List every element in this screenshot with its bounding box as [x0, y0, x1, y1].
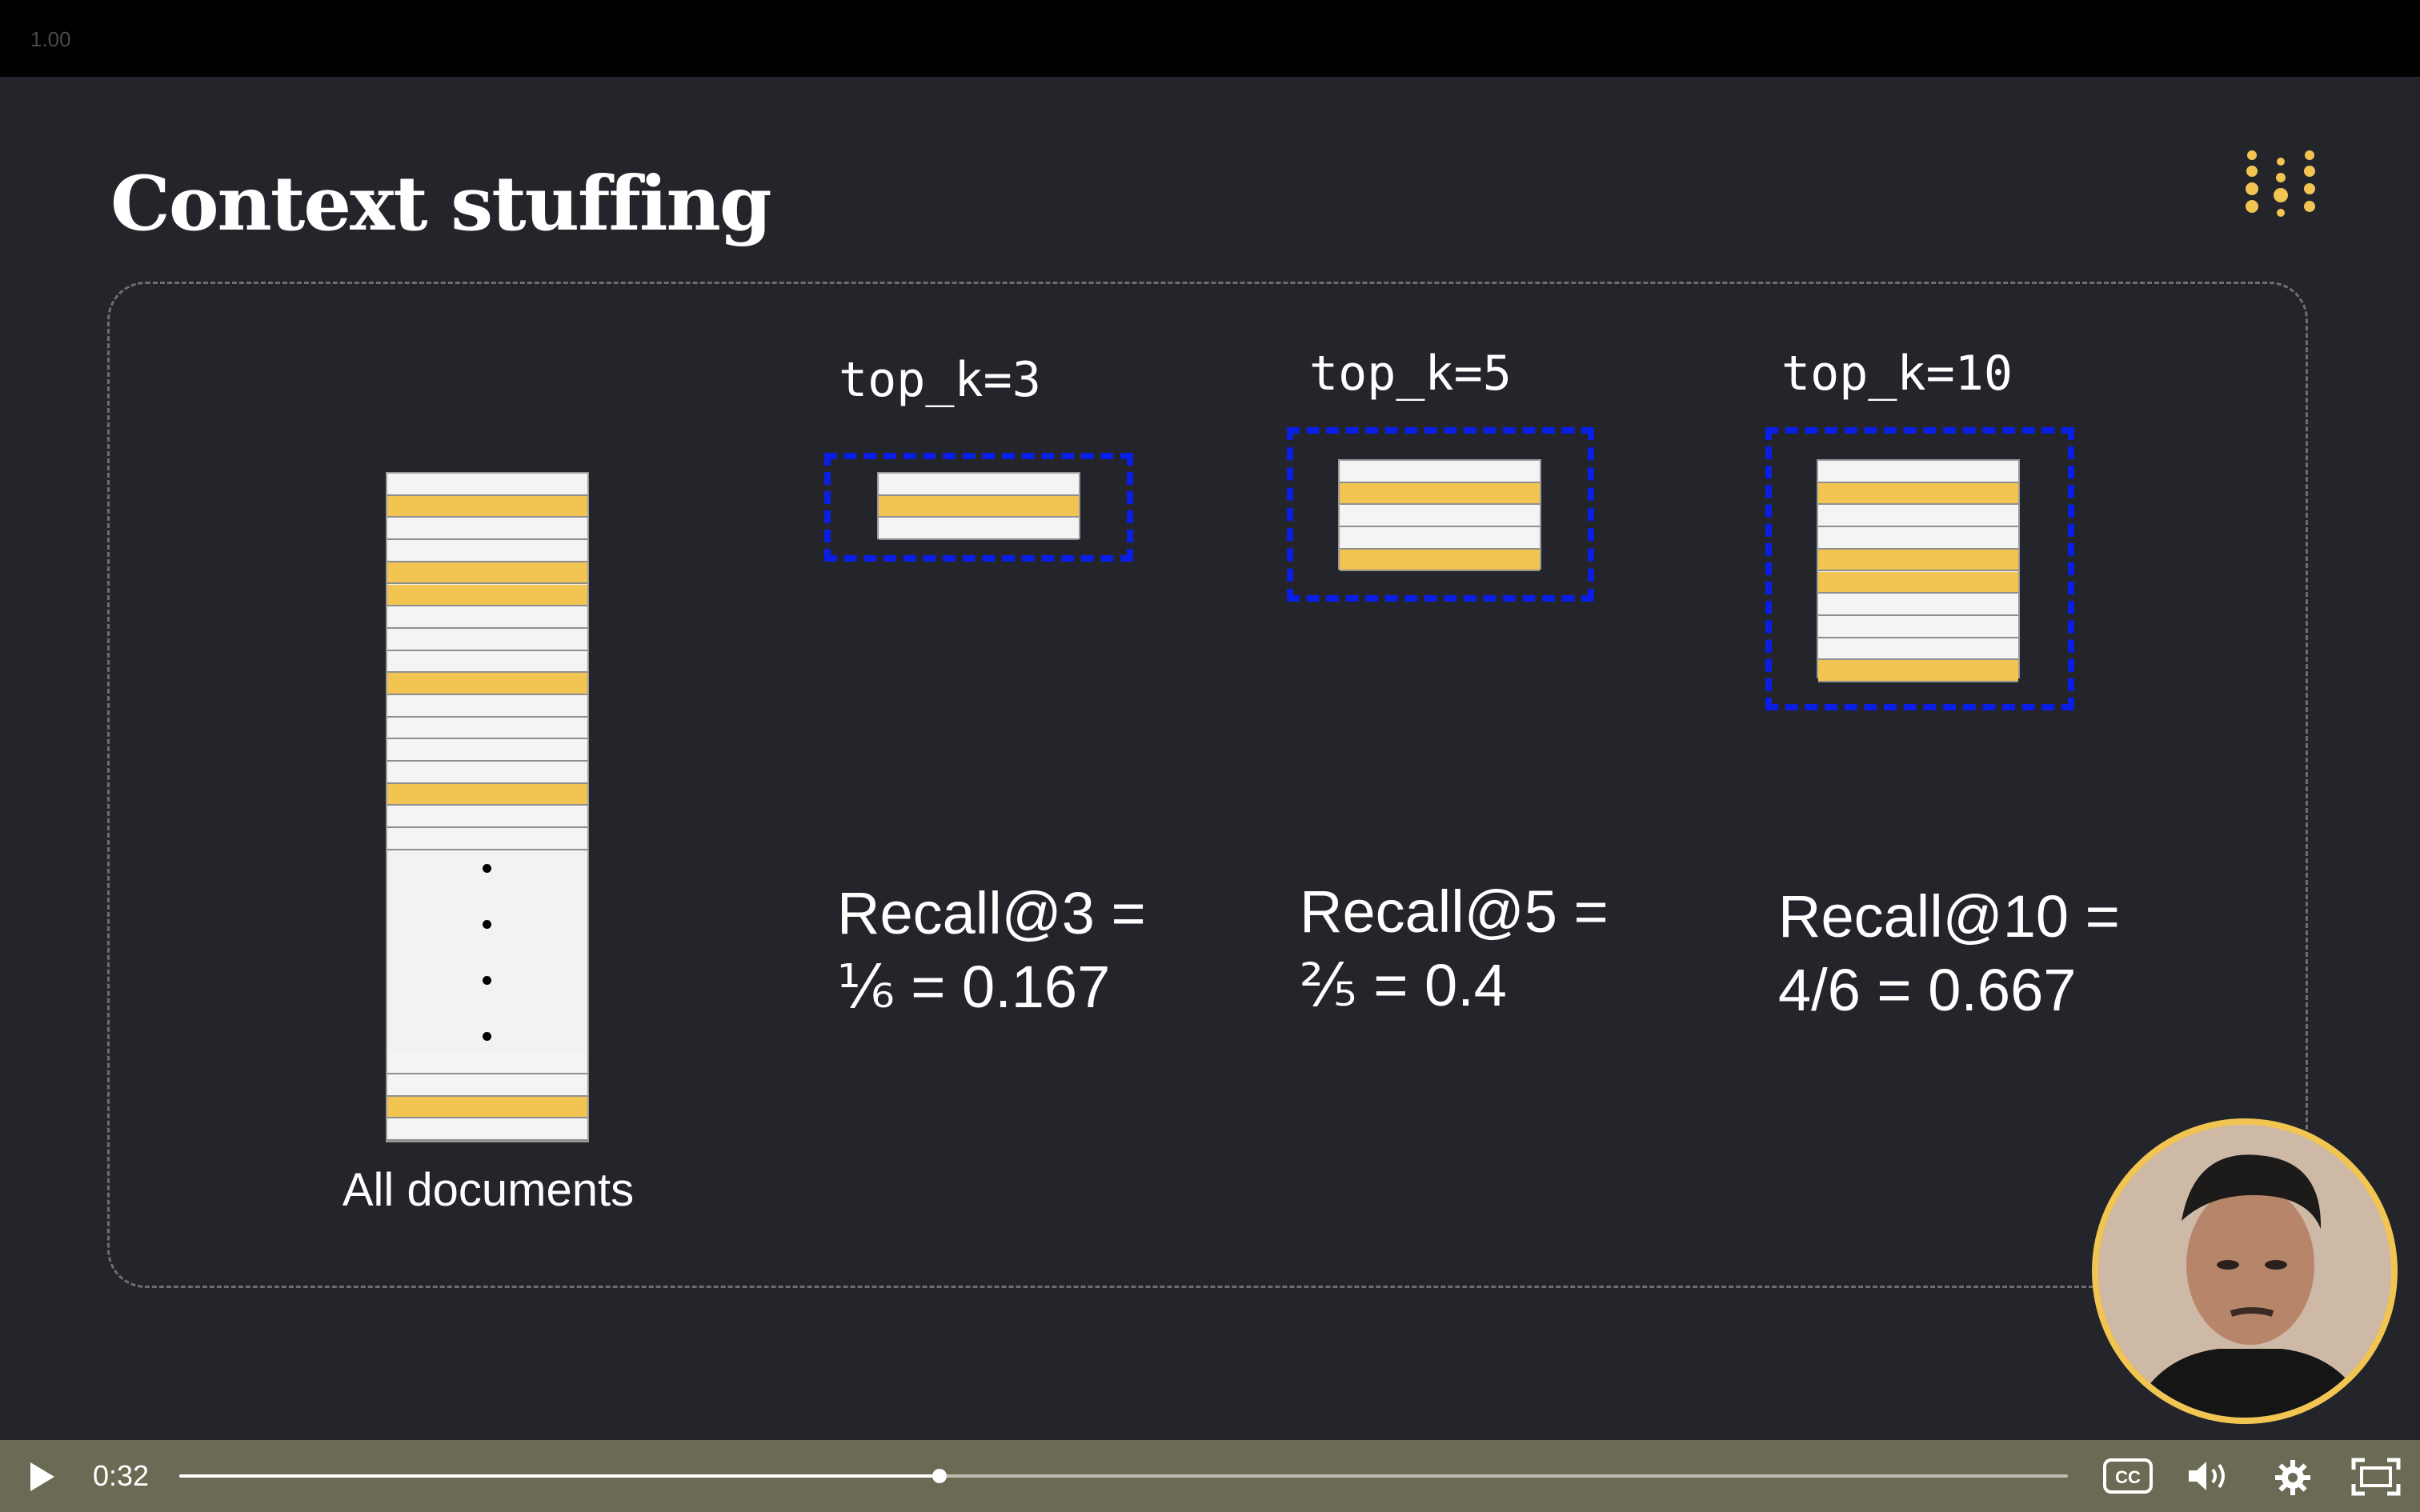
relevant-document-row [1818, 660, 2018, 682]
video-controls-bar: 0:32 CC [0, 1440, 2420, 1512]
relevant-document-row [387, 562, 587, 585]
progress-fill [179, 1474, 940, 1478]
recall-at-10-line1: Recall@10 = [1778, 883, 2120, 950]
retrieved-stack-top3 [877, 472, 1080, 541]
document-row [387, 695, 587, 718]
all-documents-label: All documents [342, 1164, 635, 1216]
relevant-document-row [1340, 482, 1540, 506]
relevant-document-row [387, 783, 587, 806]
document-row [387, 1074, 587, 1097]
playback-speed-label: 1.00 [30, 27, 71, 51]
play-button[interactable] [22, 1458, 61, 1496]
captions-button[interactable]: CC [2101, 1458, 2154, 1494]
document-row [1818, 594, 2018, 616]
volume-button[interactable] [2185, 1458, 2234, 1494]
presenter-silhouette [2098, 1125, 2391, 1418]
document-row [387, 518, 587, 541]
retrieved-stack-top10 [1817, 459, 2020, 682]
slide-area: Context stuffing All documents top_k=3 R… [0, 77, 2420, 1440]
recall-at-5-line1: Recall@5 = [1300, 878, 1609, 945]
document-row [387, 762, 587, 784]
document-row [1818, 461, 2018, 483]
volume-icon [2189, 1462, 2225, 1490]
selection-box-top5 [1287, 427, 1594, 602]
document-row [387, 806, 587, 829]
relevant-document-row [387, 495, 587, 518]
recall-at-3-line2: ⅙ = 0.167 [837, 954, 1111, 1020]
relevant-document-row [1818, 549, 2018, 572]
document-row [387, 606, 587, 629]
recall-at-3: Recall@3 = ⅙ = 0.167 [837, 877, 1146, 1024]
document-row [1818, 638, 2018, 661]
document-row [1340, 505, 1540, 528]
relevant-document-row [1818, 482, 2018, 506]
relevant-document-row [879, 495, 1079, 518]
selection-box-top10 [1765, 427, 2074, 710]
presenter-webcam [2092, 1118, 2398, 1424]
recall-at-10: Recall@10 = 4/6 = 0.667 [1778, 880, 2120, 1027]
settings-gear-icon [2275, 1460, 2310, 1495]
captions-text: CC [2115, 1467, 2141, 1487]
play-icon [30, 1462, 54, 1491]
fullscreen-icon [2351, 1458, 2401, 1496]
document-row [1340, 527, 1540, 550]
settings-button[interactable] [2273, 1458, 2313, 1498]
relevant-document-row [1340, 549, 1540, 572]
recall-at-10-line2: 4/6 = 0.667 [1778, 957, 2077, 1023]
document-row [387, 828, 587, 850]
recall-at-5: Recall@5 = ⅖ = 0.4 [1300, 875, 1609, 1022]
document-row [1818, 505, 2018, 528]
document-row [387, 717, 587, 740]
slide-title: Context stuffing [110, 160, 772, 248]
ellipsis-dot [483, 864, 491, 873]
retrieved-stack-top5 [1338, 459, 1541, 572]
document-row [387, 474, 587, 496]
recall-at-5-line2: ⅖ = 0.4 [1300, 952, 1507, 1018]
topk-label-3: top_k=3 [839, 352, 1041, 408]
recall-at-3-line1: Recall@3 = [837, 880, 1146, 946]
progress-scrubber[interactable] [932, 1469, 947, 1483]
relevant-document-row [387, 584, 587, 607]
document-row [879, 518, 1079, 541]
all-documents-stack [386, 472, 589, 1142]
document-row [387, 1118, 587, 1141]
document-row [1818, 527, 2018, 550]
ellipsis-dot [483, 976, 491, 985]
selection-box-top3 [824, 453, 1133, 562]
top-bar: 1.00 [0, 0, 2420, 77]
brand-dots-logo [2246, 150, 2315, 217]
relevant-document-row [387, 673, 587, 695]
ellipsis-dot [483, 1032, 491, 1041]
document-row [387, 1052, 587, 1074]
diagram-frame [107, 282, 2308, 1288]
closed-captions-icon: CC [2103, 1458, 2153, 1494]
document-row [879, 474, 1079, 496]
document-row [387, 650, 587, 674]
current-time: 0:32 [93, 1459, 150, 1492]
topk-label-5: top_k=5 [1309, 346, 1512, 402]
document-row [387, 540, 587, 562]
document-row [1340, 461, 1540, 483]
document-row [387, 628, 587, 651]
topk-label-10: top_k=10 [1781, 346, 2013, 402]
progress-track[interactable] [179, 1469, 2068, 1483]
relevant-document-row [1818, 571, 2018, 594]
relevant-document-row [387, 1096, 587, 1119]
document-row [387, 739, 587, 762]
fullscreen-button[interactable] [2350, 1456, 2402, 1498]
ellipsis-dot [483, 920, 491, 929]
document-row [1818, 615, 2018, 638]
